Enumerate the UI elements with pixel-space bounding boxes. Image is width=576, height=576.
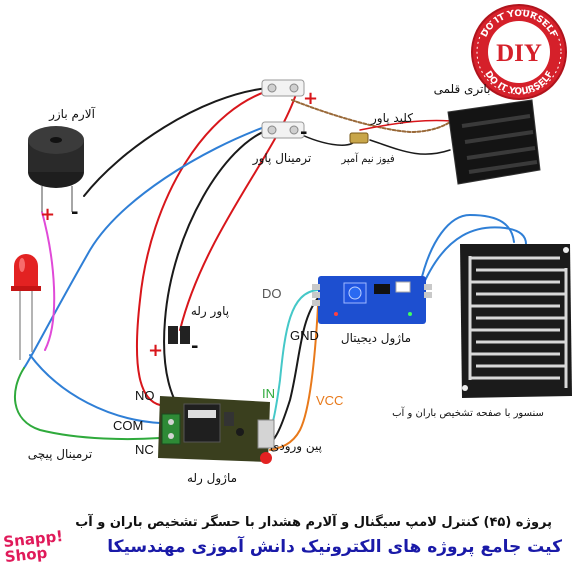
relay-power-label: پاور رله: [191, 304, 229, 319]
terminal-minus: -: [300, 122, 307, 143]
buzzer-minus: -: [71, 202, 78, 223]
fuse: [349, 132, 369, 144]
wire-blue-sensor-2: [419, 226, 527, 293]
wire-black-battery: [369, 139, 451, 155]
input-pin-label: پین ورودی: [270, 439, 322, 454]
power-terminal-label: ترمینال پاور: [252, 151, 311, 166]
screw-terminal-label: ترمینال پیچی: [28, 447, 93, 462]
power-terminal: [261, 79, 305, 139]
relay-module: [158, 396, 275, 464]
led: [11, 254, 41, 360]
rain-sensor-label: سنسور با صفحه تشخیص باران و آب: [392, 406, 544, 419]
pin-vcc: VCC: [316, 393, 343, 408]
wire-blue-com: [29, 354, 161, 424]
switch-label: کلید پاور: [370, 111, 413, 126]
battery-label: باتری قلمی: [434, 82, 491, 97]
fuse-label: فیوز نیم آمپر: [340, 152, 394, 165]
buzzer-plus: +: [40, 204, 55, 225]
pin-com: COM: [113, 418, 143, 433]
relay-module-label: ماژول رله: [187, 471, 237, 486]
footer-subtitle: کیت جامع پروژه های الکترونیک دانش آموزی …: [107, 537, 562, 557]
pin-no: NO: [135, 388, 155, 403]
battery-holder: [447, 99, 541, 185]
wire-orange-vcc: [269, 305, 319, 451]
pin-nc: NC: [135, 442, 154, 457]
wire-black-buzzer: [83, 87, 269, 197]
buzzer: [28, 126, 84, 212]
pin-gnd: GND: [290, 328, 319, 343]
pin-do: DO: [262, 286, 282, 301]
relay-power-minus: -: [191, 336, 198, 357]
wire-blue-buzzer-com: [23, 124, 271, 369]
wire-red-power-to-relay: [135, 87, 279, 406]
relay-power-plus: +: [148, 340, 163, 361]
relay-power-connector: [168, 326, 190, 344]
wire-green-led-nc: [13, 367, 161, 441]
terminal-plus: +: [303, 88, 318, 109]
wire-pink-buzzer-led: [41, 211, 56, 351]
digital-module-label: ماژول دیجیتال: [341, 331, 411, 346]
digital-module: [312, 276, 432, 324]
footer-title: پروژه (۴۵) کنترل لامپ سیگنال و آلارم هشد…: [75, 515, 552, 530]
brand-logo: Snapp! Shop: [2, 527, 66, 566]
wire-black-gnd: [267, 297, 319, 446]
badge-center-text: DIY: [496, 40, 542, 67]
rain-sensor-plate: [460, 244, 572, 398]
diy-badge: DO IT YOURSELF DO IT YOURSELF DIY: [471, 4, 567, 100]
buzzer-label: آلارم بازر: [48, 106, 95, 122]
wire-red-relay-power: [179, 87, 299, 331]
pin-in: IN: [262, 386, 275, 401]
